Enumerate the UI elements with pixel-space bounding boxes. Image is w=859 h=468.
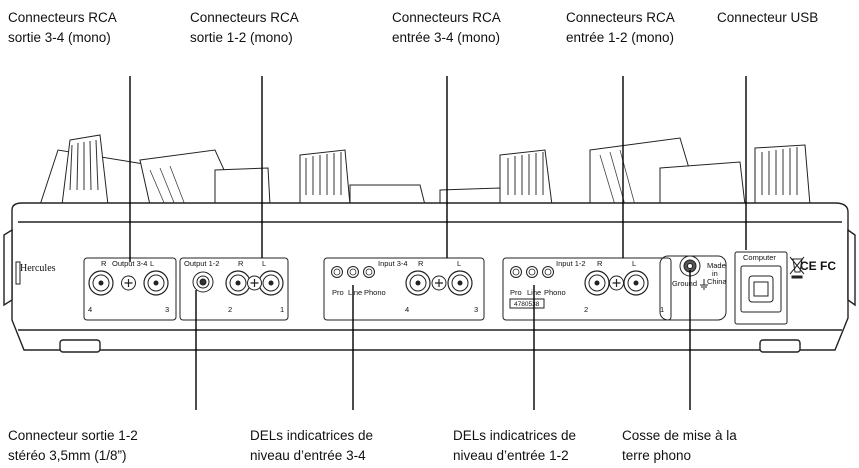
- out12-l: L: [262, 259, 266, 268]
- callout-line2: niveau d’entrée 1-2: [453, 448, 569, 463]
- rca-jack-pin: [98, 280, 104, 286]
- led-inner: [512, 268, 520, 276]
- callout-line1: Connecteur sortie 1-2: [8, 428, 138, 443]
- led-indicator: [363, 266, 375, 278]
- input12-pro: Pro: [510, 288, 522, 297]
- callout-usb-connector: Connecteur USB: [717, 8, 818, 28]
- led-inner: [528, 268, 536, 276]
- callout-line1: Connecteurs RCA: [190, 10, 299, 25]
- input12-r: R: [597, 259, 603, 268]
- input34-num-left: 4: [405, 305, 409, 314]
- out12-r: R: [238, 259, 244, 268]
- panel-details: [15, 255, 805, 313]
- callout-line2: entrée 3-4 (mono): [392, 30, 501, 45]
- callout-phono-ground: Cosse de mise à la terre phono: [622, 426, 737, 466]
- led-indicator: [331, 266, 343, 278]
- callout-rca-input-3-4: Connecteurs RCA entrée 3-4 (mono): [392, 8, 501, 48]
- callout-line2: entrée 1-2 (mono): [566, 30, 675, 45]
- callout-line2: sortie 3-4 (mono): [8, 30, 111, 45]
- input34-pro: Pro: [332, 288, 344, 297]
- callout-line2: stéréo 3,5mm (1/8”): [8, 448, 127, 463]
- output34-num-right: 3: [165, 305, 169, 314]
- callout-rca-output-3-4: Connecteurs RCA sortie 3-4 (mono): [8, 8, 117, 48]
- rca-jack-ring: [262, 274, 280, 292]
- rca-jack-ring: [627, 274, 645, 292]
- rca-jack-ring: [92, 274, 110, 292]
- led-inner: [544, 268, 552, 276]
- callout-line1: Connecteurs RCA: [392, 10, 501, 25]
- knob-ridges: [69, 139, 798, 195]
- out12-num-left: 2: [228, 305, 232, 314]
- screw-slot: [124, 279, 133, 287]
- screw-slot: [250, 279, 259, 287]
- out12-num-right: 1: [280, 305, 284, 314]
- input34-num-right: 3: [474, 305, 478, 314]
- callout-line2: terre phono: [622, 448, 692, 463]
- rca-jack-pin: [415, 280, 421, 286]
- led-indicator: [510, 266, 522, 278]
- rca-jack-pin: [235, 280, 241, 286]
- output34-title: Output 3-4: [112, 259, 147, 268]
- input12-l: L: [632, 259, 636, 268]
- rca-jack-pin: [268, 280, 274, 286]
- leader-lines: [129, 76, 747, 410]
- led-inner: [333, 268, 341, 276]
- callout-line1: Connecteurs RCA: [566, 10, 675, 25]
- input12-title: Input 1-2: [556, 259, 586, 268]
- callout-line1: Connecteur USB: [717, 10, 819, 25]
- input12-num-right: 1: [660, 305, 664, 314]
- input34-l: L: [457, 259, 461, 268]
- rca-jack-pin: [153, 280, 159, 286]
- callout-line2: niveau d’entrée 3-4: [250, 448, 366, 463]
- led-inner: [349, 268, 357, 276]
- rca-jacks: [88, 266, 649, 296]
- input34-r: R: [418, 259, 424, 268]
- rca-jack-ring: [451, 274, 469, 292]
- rca-jack-pin: [633, 280, 639, 286]
- rca-jack-ring: [229, 274, 247, 292]
- made-in-1: Made: [707, 261, 726, 270]
- cert-marks: CE FC: [800, 259, 836, 273]
- callout-line1: DELs indicatrices de: [250, 428, 374, 443]
- screw-slot: [435, 279, 443, 287]
- output12-title: Output 1-2: [184, 259, 219, 268]
- rca-jack-pin: [594, 280, 600, 286]
- led-indicator: [542, 266, 554, 278]
- output34-l: L: [150, 259, 154, 268]
- output34-num-left: 4: [88, 305, 92, 314]
- led-inner: [365, 268, 373, 276]
- rca-jack-ring: [588, 274, 606, 292]
- callout-input-1-2-leds: DELs indicatrices de niveau d’entrée 1-2: [453, 426, 576, 466]
- callout-line1: DELs indicatrices de: [453, 428, 577, 443]
- callout-stereo-output-jack: Connecteur sortie 1-2 stéréo 3,5mm (1/8”…: [8, 426, 138, 466]
- input12-phono: Phono: [544, 288, 566, 297]
- made-in-2: in: [712, 269, 718, 278]
- callout-rca-input-1-2: Connecteurs RCA entrée 1-2 (mono): [566, 8, 675, 48]
- input34-title: Input 3-4: [378, 259, 408, 268]
- rca-jack-ring: [409, 274, 427, 292]
- input34-phono: Phono: [364, 288, 386, 297]
- screw-slot: [612, 279, 621, 287]
- input12-serial: 4780538: [514, 301, 540, 308]
- rca-jack-pin: [457, 280, 463, 286]
- ground-label: Ground: [672, 279, 697, 288]
- callout-line1: Connecteurs RCA: [8, 10, 117, 25]
- rca-jack-ring: [147, 274, 165, 292]
- callout-rca-output-1-2: Connecteurs RCA sortie 1-2 (mono): [190, 8, 299, 48]
- callout-input-3-4-leds: DELs indicatrices de niveau d’entrée 3-4: [250, 426, 373, 466]
- callout-line2: sortie 1-2 (mono): [190, 30, 293, 45]
- device-body: [3, 202, 856, 353]
- callout-line1: Cosse de mise à la: [622, 428, 737, 443]
- brand-logo: Hercules: [20, 263, 56, 274]
- made-in-3: China: [707, 277, 727, 286]
- top-controls: [39, 134, 811, 206]
- output34-r: R: [101, 259, 107, 268]
- led-indicator: [347, 266, 359, 278]
- computer-label: Computer: [743, 253, 776, 262]
- input12-num-left: 2: [584, 305, 588, 314]
- led-indicator: [526, 266, 538, 278]
- input34-line: Line: [348, 288, 362, 297]
